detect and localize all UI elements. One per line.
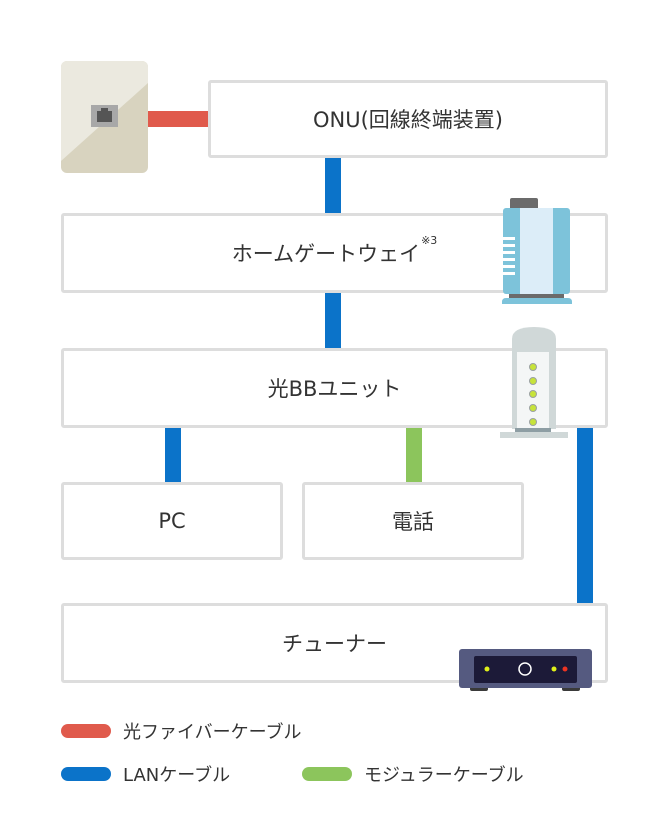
hikari-bb-unit-device-icon <box>500 327 568 438</box>
legend-fiber: 光ファイバーケーブル <box>61 718 302 744</box>
lan-swatch <box>61 767 111 781</box>
legend-modular-label: モジュラーケーブル <box>364 765 524 786</box>
legend-modular: モジュラーケーブル <box>302 761 524 787</box>
legend-fiber-label: 光ファイバーケーブル <box>123 722 302 743</box>
home-gateway-label: ホームゲートウェイ※3 <box>231 234 438 268</box>
fiber-cable-outlet-onu <box>148 111 210 127</box>
onu-box: ONU(回線終端装置) <box>208 80 608 158</box>
lan-cable-onu-gateway <box>325 157 341 214</box>
fiber-swatch <box>61 724 111 738</box>
hikari-bb-unit-label: 光BBユニット <box>267 377 402 401</box>
modular-swatch <box>302 767 352 781</box>
legend-lan-label: LANケーブル <box>123 765 231 786</box>
legend-lan: LANケーブル <box>61 761 230 787</box>
tuner-box: チューナー <box>61 603 608 683</box>
home-gateway-device-icon <box>502 198 572 304</box>
lan-cable-gateway-bbunit <box>325 292 341 349</box>
onu-label: ONU(回線終端装置) <box>313 108 503 132</box>
wall-outlet-icon <box>61 61 148 173</box>
footnote-mark: ※3 <box>421 234 438 247</box>
pc-label: PC <box>158 509 186 533</box>
pc-box: PC <box>61 482 283 560</box>
modular-cable-bbunit-phone <box>406 427 422 484</box>
lan-cable-bbunit-pc <box>165 427 181 484</box>
tuner-device-icon <box>459 649 592 691</box>
phone-box: 電話 <box>302 482 524 560</box>
tuner-label: チューナー <box>282 632 387 656</box>
lan-cable-bbunit-tuner <box>577 427 593 605</box>
phone-label: 電話 <box>392 510 434 534</box>
home-gateway-text: ホームゲートウェイ <box>231 242 421 266</box>
